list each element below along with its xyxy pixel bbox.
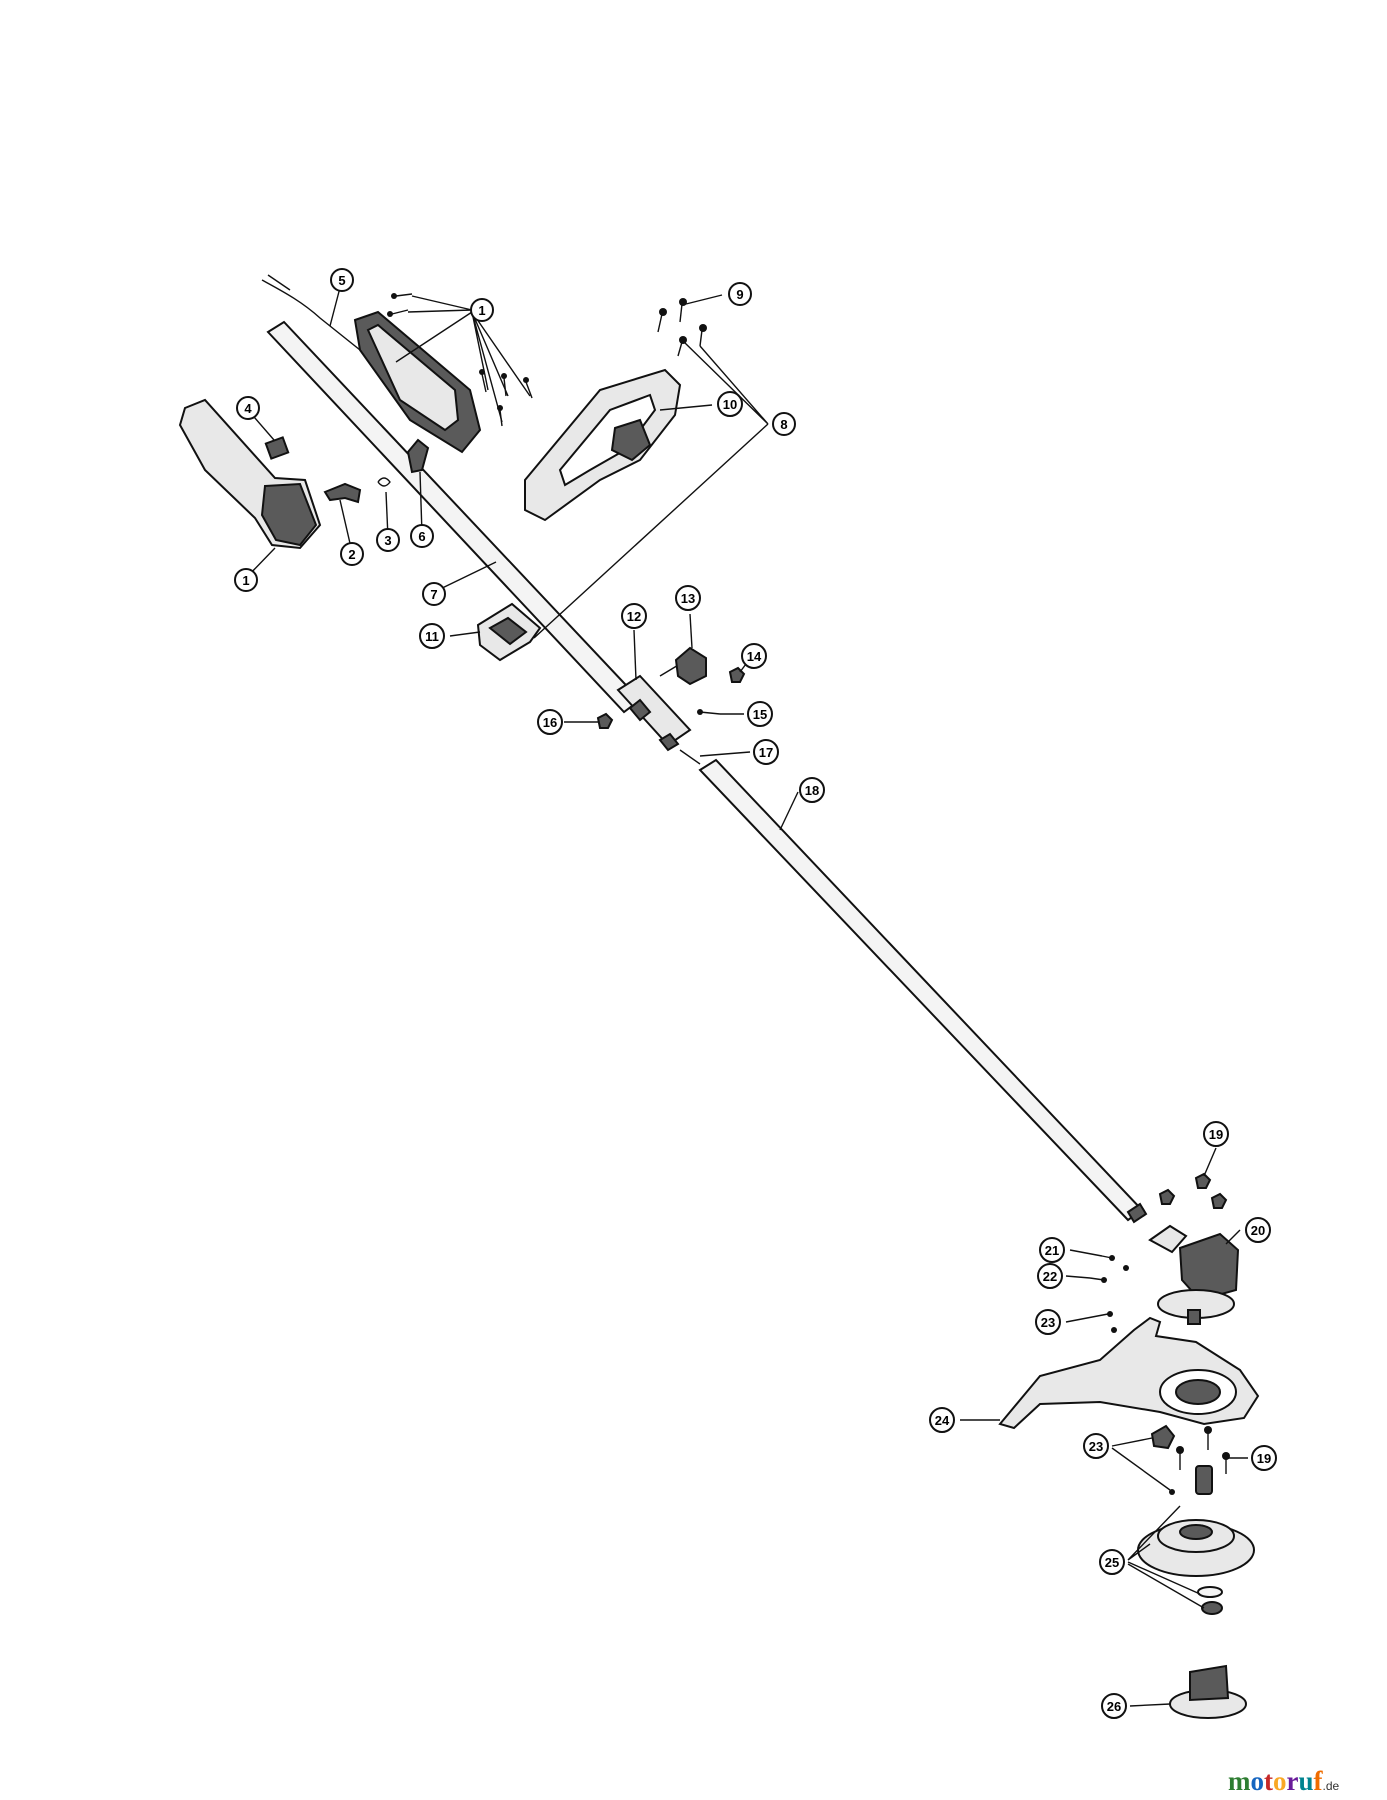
auxiliary-handle (524, 368, 682, 522)
switch (264, 436, 290, 460)
lower-hardware (1150, 1424, 1230, 1495)
callout-8: 8 (772, 412, 796, 436)
handle-screws (657, 298, 707, 357)
svg-text:8: 8 (780, 417, 787, 432)
rear-grip-housing (178, 398, 322, 550)
brand-tld: .de (1322, 1779, 1340, 1793)
svg-text:1: 1 (242, 573, 249, 588)
svg-text:13: 13 (681, 591, 695, 606)
svg-text:16: 16 (543, 715, 557, 730)
callout-9: 9 (728, 282, 752, 306)
svg-text:2: 2 (348, 547, 355, 562)
svg-text:18: 18 (805, 783, 819, 798)
svg-text:20: 20 (1251, 1223, 1265, 1238)
screw-15 (697, 709, 721, 715)
callout-12: 12 (621, 603, 647, 629)
svg-text:10: 10 (723, 397, 737, 412)
brand-letter: f (1313, 1766, 1323, 1796)
motoruf-watermark-logo: motoruf.de (1228, 1766, 1339, 1797)
leader-lines (245, 279, 1248, 1707)
callout-19-top: 19 (1203, 1121, 1229, 1147)
handle-clamp (476, 602, 542, 662)
trigger (323, 482, 362, 504)
svg-text:23: 23 (1089, 1439, 1103, 1454)
svg-text:21: 21 (1045, 1243, 1059, 1258)
svg-text:9: 9 (736, 287, 743, 302)
coupler-knob (659, 646, 707, 686)
callout-18: 18 (799, 777, 825, 803)
brand-letter: t (1264, 1766, 1273, 1796)
svg-text:14: 14 (747, 649, 762, 664)
brand-letter: m (1228, 1766, 1251, 1796)
callout-19-lower: 19 (1251, 1445, 1277, 1471)
brand-letter: r (1286, 1766, 1299, 1796)
callout-21: 21 (1039, 1237, 1065, 1263)
spring (377, 477, 391, 487)
brand-letter: o (1273, 1766, 1287, 1796)
callout-5: 5 (330, 268, 354, 292)
brand-letter: o (1250, 1766, 1265, 1796)
nut-16 (596, 712, 614, 729)
callouts: 1 1 2 3 4 5 6 7 8 9 10 11 12 13 14 15 16… (234, 268, 1277, 1719)
svg-text:11: 11 (425, 629, 439, 644)
callout-15: 15 (747, 701, 773, 727)
svg-text:6: 6 (418, 529, 425, 544)
svg-text:5: 5 (338, 273, 345, 288)
svg-text:1: 1 (478, 303, 485, 318)
svg-text:4: 4 (244, 401, 252, 416)
callout-1-top: 1 (470, 298, 494, 322)
throttle-cable (261, 274, 396, 391)
callout-3: 3 (376, 528, 400, 552)
gearhead (1148, 1224, 1240, 1325)
svg-text:23: 23 (1041, 1315, 1055, 1330)
callout-10: 10 (717, 391, 743, 417)
svg-text:15: 15 (753, 707, 767, 722)
small-screws (1089, 1255, 1129, 1333)
callout-2: 2 (340, 542, 364, 566)
callout-7: 7 (422, 582, 446, 606)
svg-text:25: 25 (1105, 1555, 1119, 1570)
callout-13: 13 (675, 585, 701, 611)
grass-guard (998, 1316, 1260, 1430)
svg-text:19: 19 (1257, 1451, 1271, 1466)
svg-text:12: 12 (627, 609, 641, 624)
callout-14: 14 (741, 643, 767, 669)
callout-17: 17 (753, 739, 779, 765)
svg-text:22: 22 (1043, 1269, 1057, 1284)
svg-text:24: 24 (935, 1413, 950, 1428)
callout-6: 6 (410, 524, 434, 548)
svg-text:7: 7 (430, 587, 437, 602)
svg-text:17: 17 (759, 745, 773, 760)
callout-24: 24 (929, 1407, 955, 1433)
coupler (616, 674, 692, 752)
callout-26: 26 (1101, 1693, 1127, 1719)
callout-22: 22 (1037, 1263, 1063, 1289)
lock-off-button (406, 438, 430, 474)
handle-housing-right (353, 310, 482, 454)
callout-16: 16 (537, 709, 563, 735)
callout-4: 4 (236, 396, 260, 420)
callout-20: 20 (1245, 1217, 1271, 1243)
brand-letter: u (1298, 1766, 1314, 1796)
bump-knob (1169, 1664, 1247, 1719)
callout-23-top: 23 (1035, 1309, 1061, 1335)
lower-shaft (679, 749, 1148, 1224)
callout-25: 25 (1099, 1549, 1125, 1575)
callout-1-grip: 1 (234, 568, 258, 592)
callout-23-lower: 23 (1083, 1433, 1109, 1459)
svg-text:19: 19 (1209, 1127, 1223, 1142)
svg-text:26: 26 (1107, 1699, 1121, 1714)
spool-housing (1137, 1519, 1255, 1615)
callout-11: 11 (419, 623, 445, 649)
svg-text:3: 3 (384, 533, 391, 548)
nuts-19-top (1158, 1172, 1228, 1209)
